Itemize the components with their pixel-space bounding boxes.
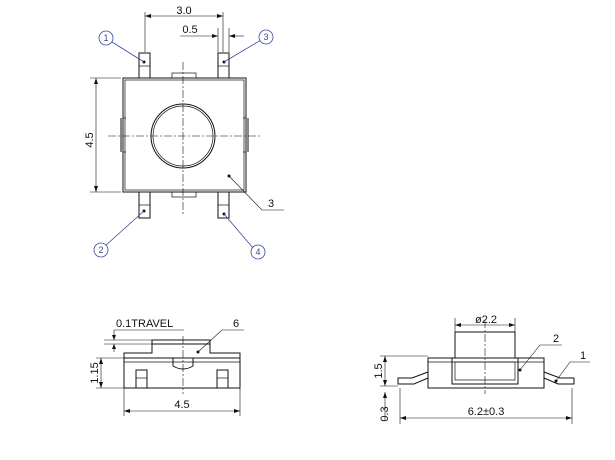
top-left-lead <box>138 52 151 79</box>
balloon-4-leader <box>223 213 254 249</box>
balloon-4 <box>250 244 266 260</box>
front-view: ø2.2 1.5 0.3 6.2±0.3 2 1 <box>373 314 590 424</box>
actuator-label: 6 <box>233 318 239 330</box>
travel-arrow-top <box>112 335 116 340</box>
side-actuator <box>151 339 211 345</box>
actuator-diameter-label: ø2.2 <box>475 314 497 326</box>
dim-1-15-arrow-bottom <box>99 382 103 388</box>
balloon-3-label: 3 <box>263 32 268 42</box>
balloon-2-label: 2 <box>98 245 103 255</box>
dim-6-2-arrow-left <box>400 416 406 420</box>
actuator-label-point <box>196 350 200 354</box>
side-cover <box>123 343 241 358</box>
dim-0-3-arrow <box>383 392 387 398</box>
balloon-3-leader <box>223 39 262 63</box>
cover-label-leader <box>519 344 562 371</box>
balloon-1 <box>98 30 114 46</box>
actuator-label-leader <box>197 329 244 353</box>
dim-0-5-arrow-right <box>229 34 235 38</box>
overall-width-label: 6.2±0.3 <box>468 406 505 418</box>
terminal-label: 1 <box>580 350 586 362</box>
balloon-4-label: 4 <box>255 247 260 257</box>
dim-side-4-5-arrow-right <box>234 409 240 413</box>
terminal-label-leader <box>555 361 590 382</box>
dim-dia-arrow-left <box>455 323 461 327</box>
front-right-terminal <box>543 371 575 385</box>
front-left-terminal <box>397 371 429 385</box>
side-width-label: 4.5 <box>174 399 189 411</box>
switch-body-outline <box>122 77 247 193</box>
dim-3-0-arrow-left <box>145 14 151 18</box>
front-height-label: 1.5 <box>373 363 385 378</box>
dim-1-5-arrow-top <box>383 356 387 362</box>
balloon-1-leader <box>111 41 145 63</box>
side-right-terminal <box>216 369 229 389</box>
top-tab <box>171 72 197 79</box>
dim-dia-arrow-right <box>509 323 515 327</box>
dim-4-5-arrow-top <box>94 78 98 84</box>
lead-offset-label: 0.3 <box>379 406 391 421</box>
dim-side-4-5-arrow-left <box>124 409 130 413</box>
balloon-2-leader <box>104 210 145 247</box>
dim-4-5-arrow-bottom <box>94 186 98 192</box>
balloon-1-label: 1 <box>103 33 108 43</box>
travel-arrow-bottom <box>112 344 116 349</box>
dim-6-2-arrow-right <box>566 416 572 420</box>
top-view: 3.0 0.5 4.5 1 3 2 4 3 <box>84 5 284 260</box>
dim-0-5-arrow-left <box>212 34 218 38</box>
dim-width-label: 3.0 <box>176 5 191 17</box>
dim-pad-label: 0.5 <box>182 24 197 36</box>
body-label-point <box>227 174 231 178</box>
bottom-tab <box>171 191 197 198</box>
terminal-label-point <box>554 379 558 383</box>
side-height-label: 1.15 <box>89 362 101 383</box>
side-body <box>123 357 241 389</box>
balloon-2 <box>93 242 109 258</box>
travel-label: 0.1TRAVEL <box>116 318 173 330</box>
side-left-terminal <box>135 369 148 389</box>
cover-label-point <box>518 368 522 372</box>
dim-height-label: 4.5 <box>84 132 96 147</box>
balloon-3 <box>258 29 274 45</box>
dim-1-15-arrow-top <box>99 358 103 364</box>
top-right-lead <box>217 52 230 79</box>
side-view: 0.1TRAVEL 1.15 4.5 6 <box>89 318 244 416</box>
dim-3-0-arrow-right <box>217 14 223 18</box>
switch-body-inner-outline <box>124 79 245 191</box>
cover-label: 2 <box>553 333 559 345</box>
body-label-leader <box>228 175 284 211</box>
dim-1-5-arrow-bottom <box>383 380 387 386</box>
body-label: 3 <box>268 198 274 210</box>
